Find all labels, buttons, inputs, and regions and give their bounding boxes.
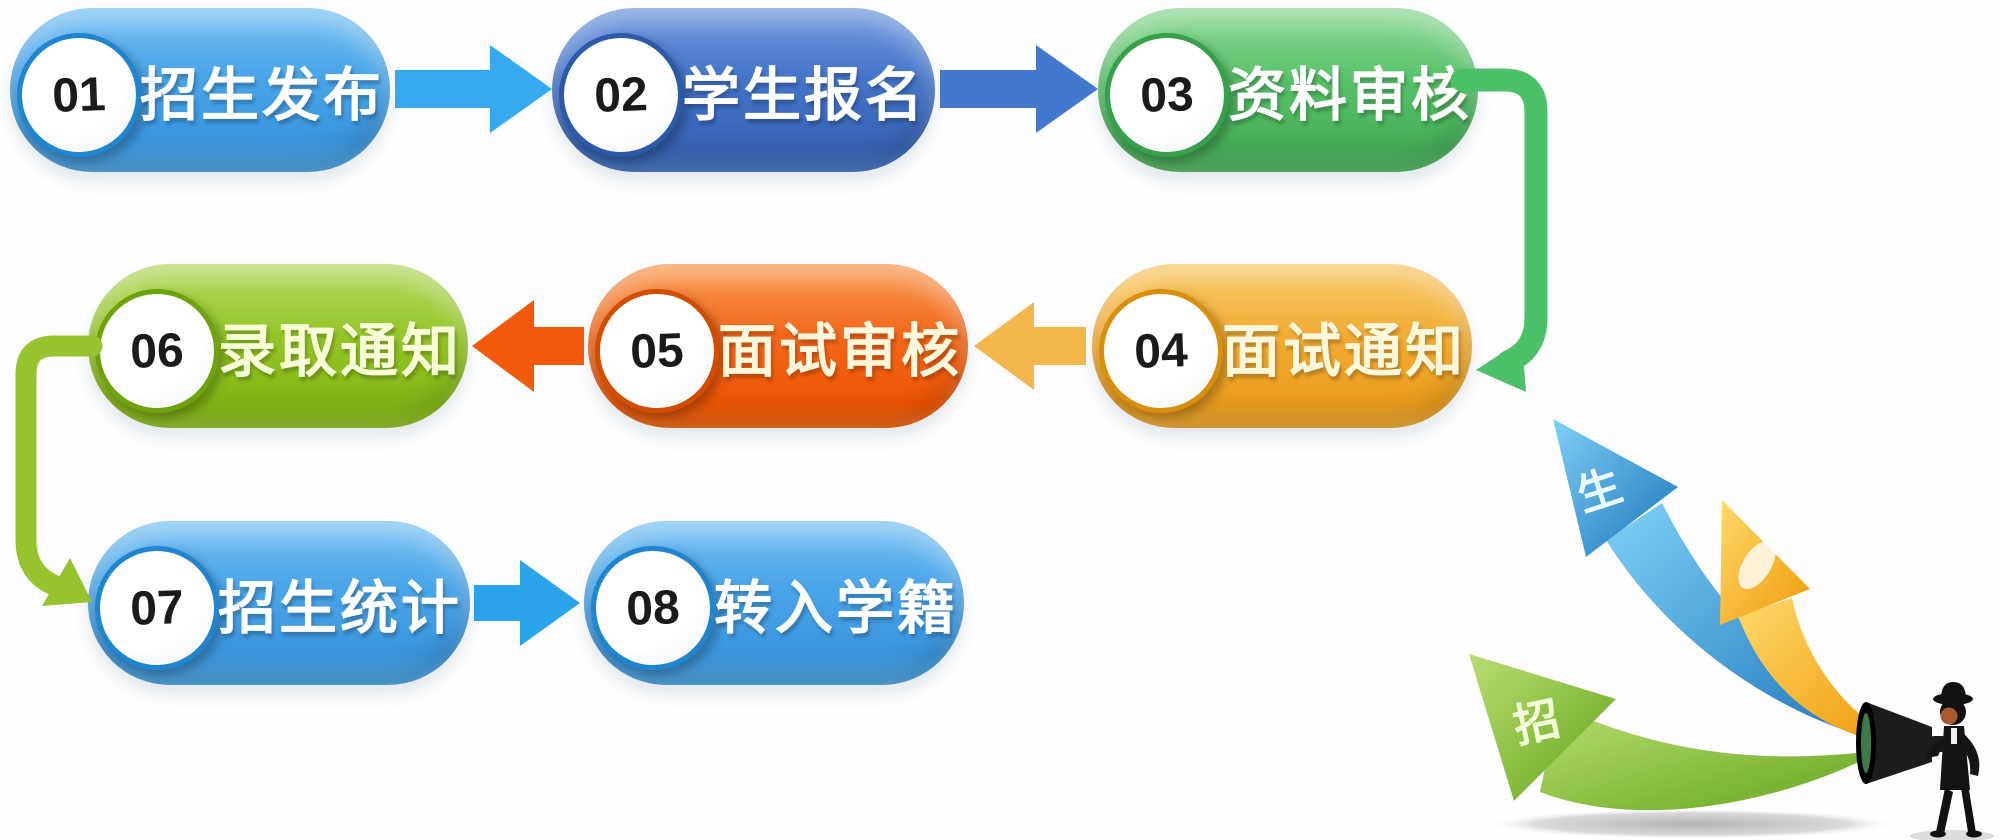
- connector-step6-to-step7: [15, 335, 103, 597]
- connector-step3-to-step4: [1450, 68, 1548, 374]
- step-number-badge: 05: [592, 286, 722, 416]
- arrow-step4-to-step5: [974, 302, 1086, 390]
- green-arrow-character: 招: [1509, 692, 1565, 752]
- step-number-badge: 01: [14, 30, 144, 160]
- yellow-swoosh-arrow: [1738, 598, 1890, 744]
- step-number-badge: 04: [1096, 286, 1226, 416]
- yellow-swoosh-arrowhead: [1720, 500, 1810, 625]
- step-number-badge: 07: [92, 543, 222, 673]
- connector-step3-arrowhead: [1476, 340, 1526, 392]
- connector-step6-arrowhead: [42, 558, 92, 606]
- green-swoosh-arrowhead: [1469, 654, 1616, 801]
- green-swoosh-arrow: [1540, 706, 1882, 811]
- step-label: 招生发布: [140, 63, 385, 128]
- arrow-step7-to-step8: [474, 560, 580, 646]
- megaphone-icon: [1856, 702, 1946, 784]
- step-label: 面试审核: [718, 319, 963, 384]
- yellow-arrow-shine: [1738, 540, 1776, 590]
- arrow-step1-to-step2: [395, 45, 552, 133]
- arrow-step5-to-step6: [472, 300, 584, 392]
- person-silhouette: [1926, 682, 1982, 838]
- step-number-badge: 02: [556, 30, 686, 160]
- step-pill-07: 07 招生统计: [88, 521, 470, 685]
- blue-arrow-character: 生: [1571, 461, 1628, 521]
- step-label: 资料审核: [1228, 63, 1473, 128]
- step-pill-06: 06 录取通知: [88, 264, 468, 428]
- step-pill-04: 04 面试通知: [1092, 264, 1472, 428]
- step-pill-02: 02 学生报名: [552, 8, 935, 172]
- step-pill-05: 05 面试审核: [588, 264, 968, 428]
- step-pill-01: 01 招生发布: [10, 8, 390, 172]
- blue-swoosh-arrow: [1606, 503, 1888, 742]
- step-pill-03: 03 资料审核: [1098, 8, 1478, 172]
- ground-shadow: [1487, 809, 1897, 839]
- step-label: 面试通知: [1222, 319, 1467, 384]
- step-number-badge: 03: [1102, 30, 1232, 160]
- step-pill-08: 08 转入学籍: [584, 521, 964, 685]
- figure-shadow: [1910, 830, 1994, 840]
- blue-swoosh-arrowhead: [1553, 419, 1678, 557]
- arrow-step2-to-step3: [940, 45, 1098, 133]
- step-number-badge: 06: [92, 286, 222, 416]
- step-label: 录取通知: [218, 319, 463, 384]
- step-number-badge: 08: [588, 543, 718, 673]
- step-label: 招生统计: [218, 576, 463, 641]
- decorative-arrows-illustration: 生 招: [1469, 419, 1994, 840]
- announcer-figure: [1856, 682, 1994, 840]
- step-label: 转入学籍: [714, 576, 959, 641]
- step-label: 学生报名: [682, 63, 927, 128]
